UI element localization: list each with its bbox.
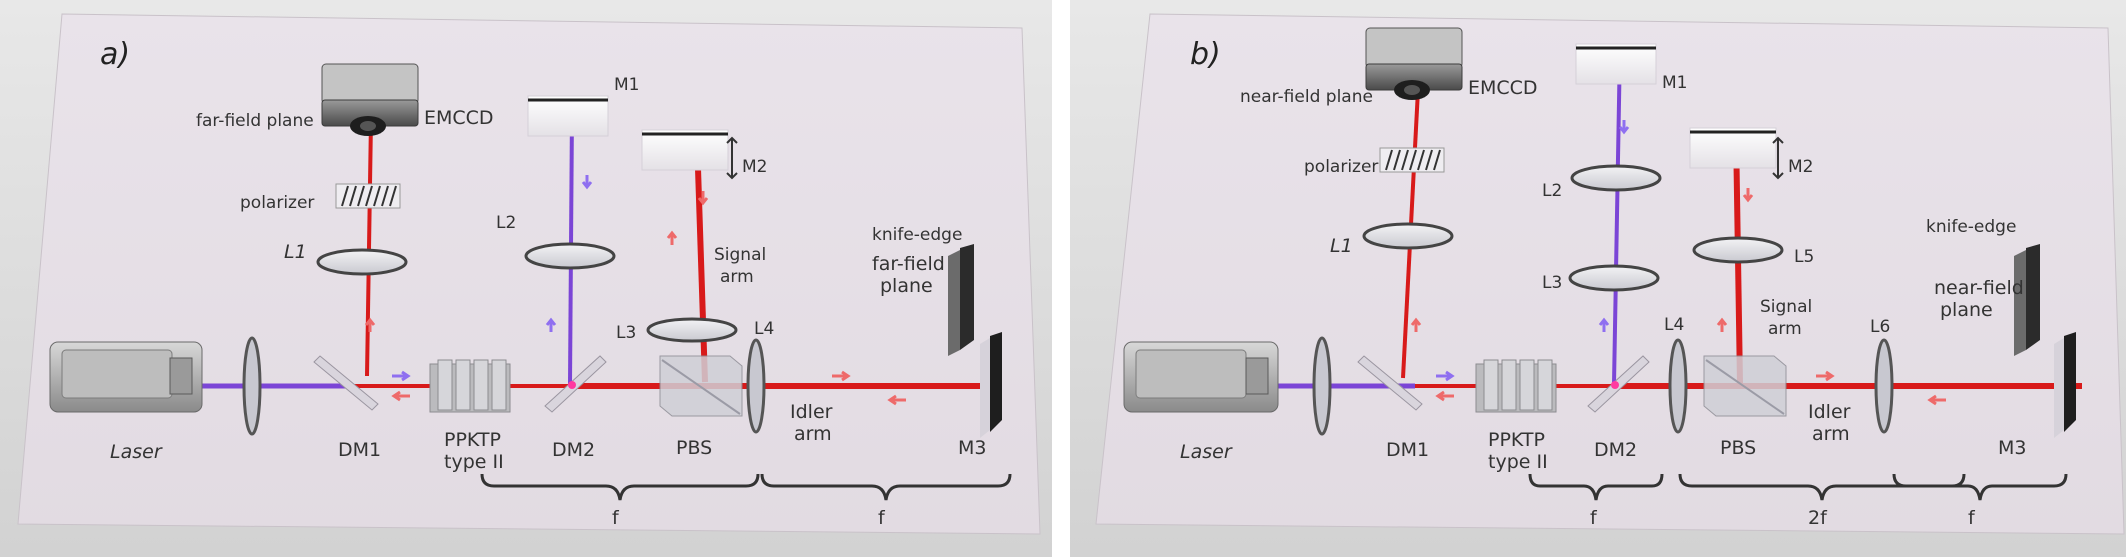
panel-a-label: a) xyxy=(100,37,130,72)
l1-label-a: L1 xyxy=(284,241,307,263)
l5-b xyxy=(1692,236,1784,264)
signal-arm-label-a: arm xyxy=(720,267,754,287)
m2-label-a: M2 xyxy=(742,157,767,177)
pbs-a xyxy=(659,355,743,417)
m2-mirror-b xyxy=(1689,127,1784,180)
l2-label-b: L2 xyxy=(1542,181,1562,201)
pump-lens-b xyxy=(1312,336,1332,436)
brace1-label-a: f xyxy=(612,507,620,529)
knife-edge-b xyxy=(2014,244,2040,356)
dm2-spot-a xyxy=(568,381,576,389)
l3-b xyxy=(1568,264,1660,292)
plane-label-a: far-field plane xyxy=(196,111,314,131)
panel-a: a) xyxy=(17,13,1041,535)
ppktp-b xyxy=(1475,359,1557,413)
panel-b: b) xyxy=(1095,13,2125,535)
brace1-label-b: f xyxy=(1590,507,1598,529)
brace3-label-b: f xyxy=(1968,507,1976,529)
knife-plane-label2-a: plane xyxy=(880,275,933,297)
panel-b-label: b) xyxy=(1190,37,1221,72)
polarizer-label-a: polarizer xyxy=(240,193,314,213)
m2-mirror-a xyxy=(641,129,738,180)
l1-b xyxy=(1362,222,1454,250)
laser-a xyxy=(49,341,203,413)
pbs-b xyxy=(1703,355,1787,417)
direction-arrows-b xyxy=(1410,120,1946,406)
m3-mirror-b xyxy=(2054,332,2076,438)
dm1-label-a: DM1 xyxy=(338,439,381,461)
laser-label-b: Laser xyxy=(1180,441,1233,463)
braces-a xyxy=(480,473,1012,501)
l2-label-a: L2 xyxy=(496,213,516,233)
l4-label-a: L4 xyxy=(754,319,774,339)
braces-b xyxy=(1528,473,2068,501)
ppktp-type-label-a: type II xyxy=(444,451,504,473)
l4-label-b: L4 xyxy=(1664,315,1684,335)
l1-a xyxy=(316,248,408,276)
polarizer-label-b: polarizer xyxy=(1304,157,1378,177)
dm1-a xyxy=(313,355,379,411)
idler-label-a: Idler xyxy=(790,401,833,423)
idler-arm-label-b: arm xyxy=(1812,423,1850,445)
l6-b xyxy=(1874,338,1894,434)
camera-label-a: EMCCD xyxy=(424,107,494,129)
camera-label-b: EMCCD xyxy=(1468,77,1538,99)
m3-label-b: M3 xyxy=(1998,437,2026,459)
l3-a xyxy=(646,317,738,343)
dm1-b xyxy=(1357,355,1423,411)
m1-mirror-b xyxy=(1575,43,1657,85)
knife-edge-a xyxy=(948,244,974,356)
l3-label-a: L3 xyxy=(616,323,636,343)
m2-label-b: M2 xyxy=(1788,157,1813,177)
m1-label-a: M1 xyxy=(614,75,639,95)
dm1-label-b: DM1 xyxy=(1386,439,1429,461)
pbs-label-b: PBS xyxy=(1720,437,1756,459)
l3-label-b: L3 xyxy=(1542,273,1562,293)
l5-label-b: L5 xyxy=(1794,247,1814,267)
signal-arm-label-b: arm xyxy=(1768,319,1802,339)
brace2-label-b: 2f xyxy=(1808,507,1828,529)
knife-plane-label2-b: plane xyxy=(1940,299,1993,321)
knife-plane-label-a: far-field xyxy=(872,253,945,275)
emccd-camera-a xyxy=(321,63,419,136)
emccd-camera-b xyxy=(1365,27,1463,100)
l2-a xyxy=(524,242,616,270)
l6-label-b: L6 xyxy=(1870,317,1890,337)
m1-mirror-a xyxy=(527,95,609,137)
knife-edge-label-b: knife-edge xyxy=(1926,217,2016,237)
brace2-label-a: f xyxy=(878,507,886,529)
m3-mirror-a xyxy=(980,332,1002,438)
signal-label-a: Signal xyxy=(714,245,766,265)
m3-label-a: M3 xyxy=(958,437,986,459)
idler-arm-label-a: arm xyxy=(794,423,832,445)
pbs-label-a: PBS xyxy=(676,437,712,459)
plane-label-b: near-field plane xyxy=(1240,87,1373,107)
ppktp-label-a: PPKTP xyxy=(444,429,501,451)
laser-b xyxy=(1123,341,1279,413)
pump-lens-a xyxy=(242,336,262,436)
laser-label-a: Laser xyxy=(110,441,163,463)
l4-b xyxy=(1668,338,1688,434)
l4-a xyxy=(746,338,766,434)
m1-label-b: M1 xyxy=(1662,73,1687,93)
idler-label-b: Idler xyxy=(1808,401,1851,423)
dm2-spot-b xyxy=(1611,381,1619,389)
direction-arrows-a xyxy=(364,175,906,406)
knife-edge-label-a: knife-edge xyxy=(872,225,962,245)
signal-label-b: Signal xyxy=(1760,297,1812,317)
knife-plane-label-b: near-field xyxy=(1934,277,2024,299)
ppktp-a xyxy=(429,359,511,413)
dm2-label-b: DM2 xyxy=(1594,439,1637,461)
dm2-label-a: DM2 xyxy=(552,439,595,461)
polarizer-a xyxy=(335,183,401,209)
l1-label-b: L1 xyxy=(1330,235,1353,257)
ppktp-type-label-b: type II xyxy=(1488,451,1548,473)
l2-b xyxy=(1570,164,1662,192)
polarizer-b xyxy=(1379,147,1445,173)
ppktp-label-b: PPKTP xyxy=(1488,429,1545,451)
